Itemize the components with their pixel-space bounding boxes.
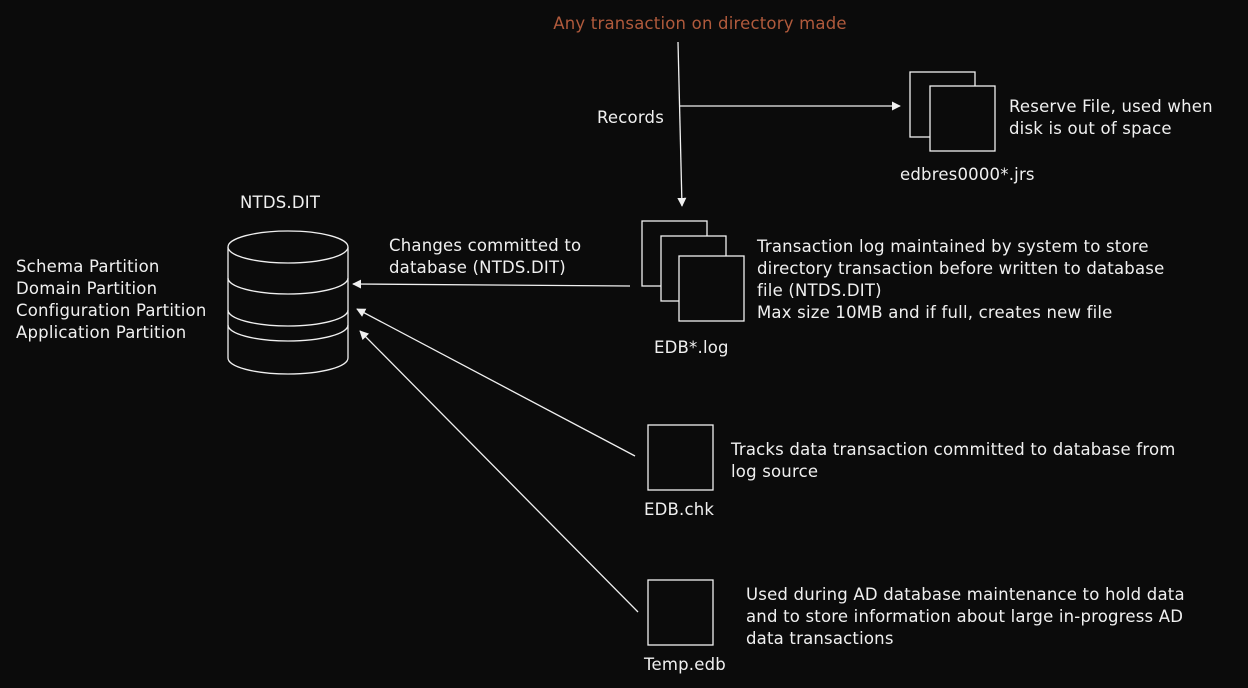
partition-list: Schema Partition Domain Partition Config… xyxy=(16,256,207,344)
edb-chk-description-line: log source xyxy=(731,462,819,481)
records-flow-line xyxy=(677,41,687,207)
edb-log-description-line: Max size 10MB and if full, creates new f… xyxy=(757,303,1113,322)
temp-arrow xyxy=(359,330,639,613)
temp-edb-description: Used during AD database maintenance to h… xyxy=(746,584,1185,650)
temp-edb-description-line: Used during AD database maintenance to h… xyxy=(746,585,1185,604)
edb-chk-file-label: EDB.chk xyxy=(644,500,715,519)
diagram-title: Any transaction on directory made xyxy=(553,14,847,33)
edb-log-file-label: EDB*.log xyxy=(654,338,729,357)
commit-label-line: database (NTDS.DIT) xyxy=(389,258,566,277)
commit-arrow xyxy=(352,279,631,289)
commit-label: Changes committed to database (NTDS.DIT) xyxy=(389,235,581,279)
reserve-description: Reserve File, used when disk is out of s… xyxy=(1009,96,1213,140)
edb-log-description-line: Transaction log maintained by system to … xyxy=(757,237,1149,256)
edb-log-description-line: directory transaction before written to … xyxy=(757,259,1165,278)
temp-edb-description-line: and to store information about large in-… xyxy=(746,607,1184,626)
reserve-description-line: disk is out of space xyxy=(1009,119,1172,138)
temp-edb-description-line: data transactions xyxy=(746,629,894,648)
reserve-file-label: edbres0000*.jrs xyxy=(900,165,1035,184)
reserve-description-line: Reserve File, used when xyxy=(1009,97,1213,116)
edb-log-description-line: file (NTDS.DIT) xyxy=(757,281,882,300)
edb-chk-description-line: Tracks data transaction committed to dat… xyxy=(731,440,1176,459)
partition-item: Schema Partition xyxy=(16,257,160,276)
ntds-database-icon xyxy=(227,230,349,375)
edb-log-file-icon xyxy=(641,220,745,322)
partition-item: Configuration Partition xyxy=(16,301,207,320)
records-label: Records xyxy=(597,108,665,127)
temp-edb-file-label: Temp.edb xyxy=(644,655,726,674)
edb-chk-file-icon xyxy=(647,424,714,491)
edb-log-description: Transaction log maintained by system to … xyxy=(757,236,1164,324)
commit-label-line: Changes committed to xyxy=(389,236,582,255)
partition-item: Application Partition xyxy=(16,323,187,342)
chk-arrow xyxy=(356,308,636,457)
reserve-file-icon xyxy=(909,71,996,152)
ntds-label: NTDS.DIT xyxy=(240,193,321,212)
temp-edb-file-icon xyxy=(647,579,714,646)
edb-chk-description: Tracks data transaction committed to dat… xyxy=(731,439,1176,483)
partition-item: Domain Partition xyxy=(16,279,158,298)
